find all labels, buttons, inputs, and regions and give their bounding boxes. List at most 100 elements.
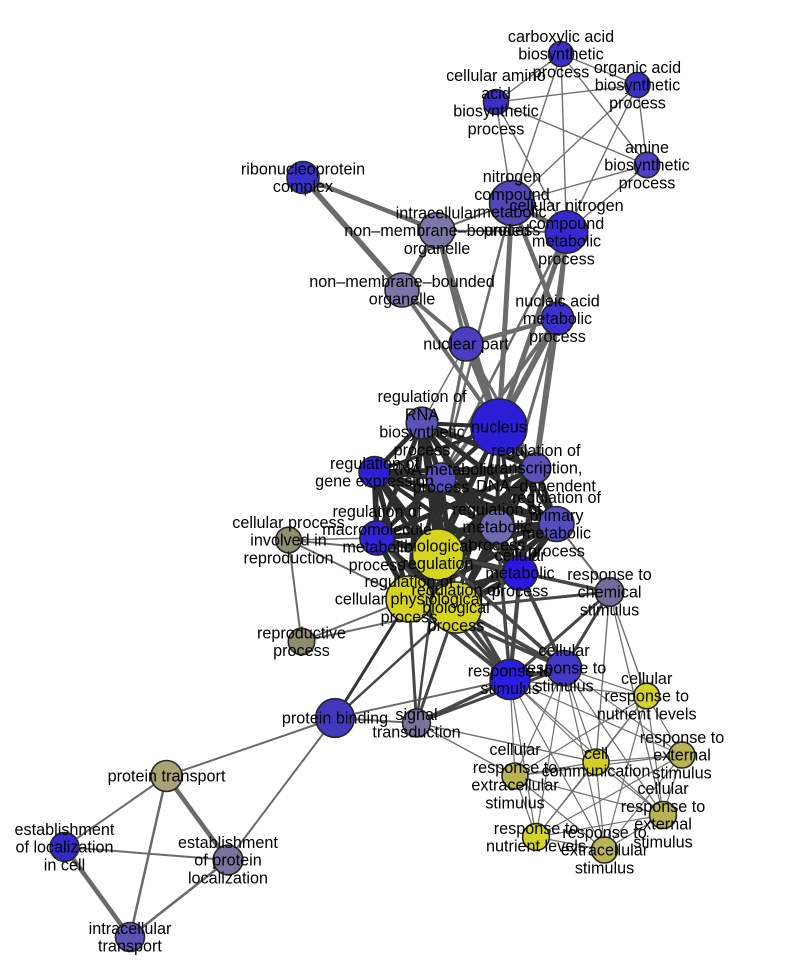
svg-text:non–membrane–bounded: non–membrane–bounded: [309, 273, 494, 291]
svg-text:process: process: [394, 441, 451, 459]
svg-text:nitrogen: nitrogen: [483, 168, 542, 186]
svg-text:process: process: [529, 328, 586, 346]
svg-text:cellular: cellular: [489, 741, 541, 759]
svg-text:localization: localization: [188, 870, 268, 888]
svg-text:process: process: [492, 583, 549, 601]
svg-text:metabolic: metabolic: [523, 310, 592, 328]
svg-text:biosynthetic: biosynthetic: [379, 424, 464, 442]
svg-text:response to: response to: [621, 798, 706, 816]
svg-text:organelle: organelle: [404, 240, 471, 258]
svg-text:DNA–dependent: DNA–dependent: [476, 478, 596, 496]
svg-text:cellular process: cellular process: [232, 514, 344, 532]
svg-text:metabolic: metabolic: [462, 519, 531, 537]
svg-text:nucleus: nucleus: [471, 419, 527, 437]
svg-text:RNA metabolic: RNA metabolic: [387, 461, 494, 479]
svg-text:biosynthetic: biosynthetic: [595, 77, 680, 95]
svg-text:carboxylic acid: carboxylic acid: [508, 28, 614, 46]
svg-text:transduction: transduction: [372, 724, 460, 742]
svg-text:primary: primary: [530, 507, 585, 525]
svg-text:response to: response to: [604, 688, 689, 706]
svg-text:compound: compound: [529, 215, 605, 233]
svg-text:process: process: [413, 479, 470, 497]
svg-text:cell: cell: [584, 745, 608, 763]
svg-text:stimulus: stimulus: [575, 860, 634, 878]
svg-text:regulation of: regulation of: [491, 442, 581, 460]
svg-text:biosynthetic: biosynthetic: [453, 103, 538, 121]
svg-text:protein binding: protein binding: [282, 710, 388, 728]
svg-text:of protein: of protein: [194, 852, 262, 870]
svg-text:response to: response to: [567, 566, 652, 584]
svg-text:regulation of: regulation of: [411, 581, 501, 599]
svg-text:regulation of: regulation of: [330, 455, 420, 473]
svg-text:stimulus: stimulus: [580, 602, 639, 620]
svg-text:biosynthetic: biosynthetic: [604, 157, 689, 175]
svg-text:external: external: [634, 816, 692, 834]
svg-text:cellular: cellular: [494, 547, 546, 565]
svg-text:biosynthetic: biosynthetic: [518, 46, 603, 64]
svg-text:external: external: [653, 747, 711, 765]
svg-text:acid: acid: [481, 85, 511, 103]
svg-text:stimulus: stimulus: [485, 794, 544, 812]
svg-text:cellular: cellular: [621, 670, 673, 688]
svg-text:metabolic: metabolic: [477, 204, 546, 222]
svg-text:cellular amino: cellular amino: [446, 67, 546, 85]
svg-text:response to: response to: [562, 824, 647, 842]
svg-text:reproductive: reproductive: [257, 624, 346, 642]
svg-text:process: process: [619, 175, 676, 193]
svg-text:process: process: [528, 542, 585, 560]
svg-text:regulation of: regulation of: [377, 388, 467, 406]
svg-text:process: process: [349, 556, 406, 574]
svg-text:amine: amine: [625, 139, 669, 157]
svg-text:process: process: [468, 120, 525, 138]
svg-text:transcription,: transcription,: [490, 460, 583, 478]
svg-text:regulation of: regulation of: [332, 503, 422, 521]
svg-text:stimulus: stimulus: [633, 833, 692, 851]
svg-text:establishment: establishment: [178, 834, 278, 852]
svg-text:stimulus: stimulus: [480, 680, 539, 698]
svg-text:metabolic: metabolic: [532, 233, 601, 251]
svg-text:intracellular: intracellular: [89, 920, 172, 938]
svg-text:gene expression: gene expression: [315, 473, 434, 491]
svg-text:response to: response to: [522, 660, 607, 678]
svg-text:stimulus: stimulus: [652, 765, 711, 783]
svg-text:cellular: cellular: [538, 642, 590, 660]
svg-text:regulation of: regulation of: [364, 573, 454, 591]
svg-text:nuclear part: nuclear part: [423, 336, 509, 354]
svg-text:metabolic: metabolic: [342, 539, 411, 557]
svg-text:signal: signal: [395, 706, 437, 724]
svg-text:response to: response to: [473, 759, 558, 777]
svg-text:cellular: cellular: [637, 780, 689, 798]
svg-text:extracellular: extracellular: [471, 777, 559, 795]
svg-text:intracellular: intracellular: [396, 204, 479, 222]
svg-text:ribonucleoprotein: ribonucleoprotein: [241, 160, 365, 178]
svg-text:process: process: [428, 617, 485, 635]
svg-text:involved in: involved in: [250, 532, 327, 550]
svg-text:transport: transport: [98, 938, 162, 956]
svg-text:process: process: [533, 64, 590, 82]
svg-text:nutrient levels: nutrient levels: [486, 838, 586, 856]
svg-text:response to: response to: [494, 820, 579, 838]
svg-text:metabolic: metabolic: [485, 565, 554, 583]
svg-text:complex: complex: [273, 178, 333, 196]
svg-text:compound: compound: [474, 186, 550, 204]
svg-text:process: process: [538, 250, 595, 268]
svg-text:communication: communication: [542, 763, 651, 781]
svg-text:of localization: of localization: [15, 839, 113, 857]
svg-text:regulation of: regulation of: [452, 501, 542, 519]
svg-text:biological: biological: [404, 537, 472, 555]
svg-text:reproduction: reproduction: [244, 550, 334, 568]
svg-text:organelle: organelle: [369, 291, 436, 309]
svg-text:in cell: in cell: [44, 857, 85, 875]
svg-text:non–membrane–bounded: non–membrane–bounded: [344, 222, 529, 240]
svg-text:stimulus: stimulus: [534, 678, 593, 696]
svg-text:biological: biological: [422, 599, 490, 617]
svg-text:response to: response to: [468, 662, 553, 680]
svg-text:response to: response to: [640, 729, 725, 747]
svg-text:process: process: [273, 642, 330, 660]
svg-text:RNA: RNA: [405, 406, 439, 424]
svg-text:protein transport: protein transport: [108, 768, 226, 786]
svg-text:nucleic acid: nucleic acid: [515, 292, 600, 310]
svg-text:organic acid: organic acid: [594, 59, 681, 77]
svg-text:regulation of: regulation of: [512, 489, 602, 507]
svg-text:process: process: [381, 609, 438, 627]
